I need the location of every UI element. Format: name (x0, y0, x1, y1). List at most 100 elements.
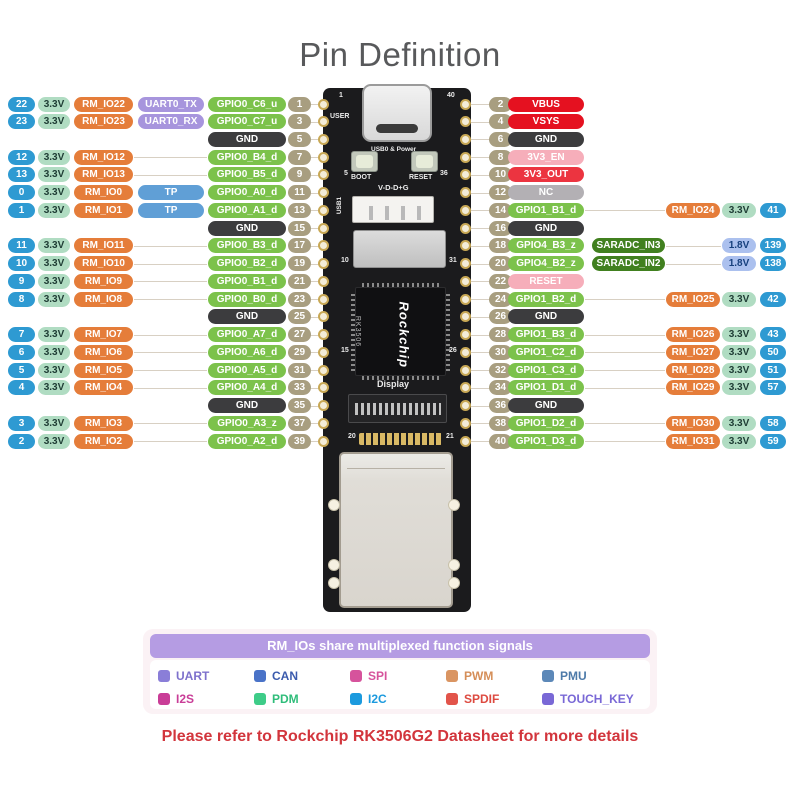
wire (470, 299, 490, 301)
castellated-pad-right (460, 364, 471, 376)
power-label: NC (508, 185, 584, 201)
wire (470, 441, 490, 443)
gpio-label: GPIO1_D2_d (508, 415, 584, 431)
display-fpc-connector (348, 394, 447, 423)
pin-number-badge: 1 (288, 96, 311, 112)
pin-number-badge: 3 (288, 114, 311, 130)
io-number-badge: 138 (760, 256, 786, 272)
voltage-badge: 3.3V (38, 362, 70, 378)
io-number-badge: 0 (8, 185, 35, 201)
pin-number-badge: 14 (489, 202, 512, 218)
pin-number-badge: 26 (489, 309, 512, 325)
gpio-label: GPIO0_C7_u (208, 114, 286, 130)
wire (470, 157, 490, 159)
wire (585, 370, 665, 372)
pin-number-badge: 2 (489, 96, 512, 112)
rm-io-label: RM_IO27 (666, 344, 720, 360)
wire (585, 210, 665, 212)
rockchip-soc: Rockchip RK3506 (351, 283, 450, 380)
io-number-badge: 12 (8, 149, 35, 165)
wire (470, 370, 490, 372)
pin-number-badge: 34 (489, 380, 512, 396)
rm-io-label: RM_IO22 (74, 96, 133, 112)
castellated-pad-left (318, 133, 329, 145)
boot-label: BOOT (351, 174, 372, 181)
function-label: UART0_TX (138, 96, 204, 112)
castellated-pad-left (318, 329, 329, 341)
rm-io-label: RM_IO25 (666, 291, 720, 307)
castellated-pad-left (318, 435, 329, 447)
voltage-badge: 3.3V (38, 256, 70, 272)
rm-io-label: RM_IO6 (74, 344, 133, 360)
wire (470, 281, 490, 283)
castellated-pad-right (460, 400, 471, 412)
chip-pins-top (362, 283, 441, 287)
pin-number-badge: 28 (489, 327, 512, 343)
pin-number-badge: 10 (489, 167, 512, 183)
gpio-label: GPIO0_B0_d (208, 291, 286, 307)
gnd-label: GND (508, 309, 584, 325)
board-pin-marker: 20 (348, 433, 356, 440)
wire (134, 370, 207, 372)
castellated-pad-right (460, 133, 471, 145)
wire (306, 139, 326, 141)
castellated-pad-right (460, 98, 471, 110)
wire (134, 387, 207, 389)
voltage-badge: 3.3V (38, 149, 70, 165)
legend-item-label: PDM (272, 692, 299, 706)
jst-pin (385, 206, 389, 220)
pin-number-badge: 9 (288, 167, 311, 183)
pin-number-badge: 32 (489, 362, 512, 378)
wire (470, 210, 490, 212)
wire (306, 157, 326, 159)
jst-pin (369, 206, 373, 220)
legend-title: RM_IOs share multiplexed function signal… (150, 634, 650, 658)
gpio-label: GPIO0_B3_d (208, 238, 286, 254)
spi-color-swatch (350, 670, 362, 682)
legend-item-label: I2S (176, 692, 195, 706)
castellated-pad-right (460, 204, 471, 216)
can-color-swatch (254, 670, 266, 682)
io-number-badge: 43 (760, 327, 786, 343)
castellated-pad-right (460, 382, 471, 394)
mounting-hole (328, 559, 340, 571)
fpc-pins (355, 403, 441, 415)
legend-item-label: CAN (272, 669, 298, 683)
gpio-label: GPIO1_C2_d (508, 344, 584, 360)
power-label: RESET (508, 273, 584, 289)
wire (134, 352, 207, 354)
mounting-hole (448, 559, 460, 571)
castellated-pad-right (460, 311, 471, 323)
wire (306, 245, 326, 247)
wire (306, 370, 326, 372)
voltage-badge: 3.3V (38, 415, 70, 431)
board-pin-marker: 21 (446, 433, 454, 440)
gnd-label: GND (508, 398, 584, 414)
pin-number-badge: 29 (288, 344, 311, 360)
castellated-pad-right (460, 169, 471, 181)
castellated-pad-right (460, 258, 471, 270)
rm-io-label: RM_IO12 (74, 149, 133, 165)
gpio-label: GPIO0_C6_u (208, 96, 286, 112)
voltage-badge: 3.3V (722, 202, 756, 218)
wire (585, 352, 665, 354)
wire (470, 104, 490, 105)
gpio-label: GPIO0_A5_d (208, 362, 286, 378)
pin-number-badge: 13 (288, 202, 311, 218)
mounting-hole (448, 499, 460, 511)
board-pin-marker: 1 (339, 92, 343, 99)
wire (306, 405, 326, 407)
io-number-badge: 10 (8, 256, 35, 272)
pin-number-badge: 7 (288, 149, 311, 165)
io-number-badge: 41 (760, 202, 786, 218)
rm-io-label: RM_IO3 (74, 415, 133, 431)
rm-io-label: RM_IO13 (74, 167, 133, 183)
pin-number-badge: 24 (489, 291, 512, 307)
voltage-badge: 3.3V (38, 96, 70, 112)
boot-button-cap (356, 155, 373, 168)
legend-item-label: PWM (464, 669, 494, 683)
io-number-badge: 9 (8, 273, 35, 289)
wire (306, 334, 326, 336)
pin-number-badge: 33 (288, 380, 311, 396)
wire (306, 423, 326, 425)
